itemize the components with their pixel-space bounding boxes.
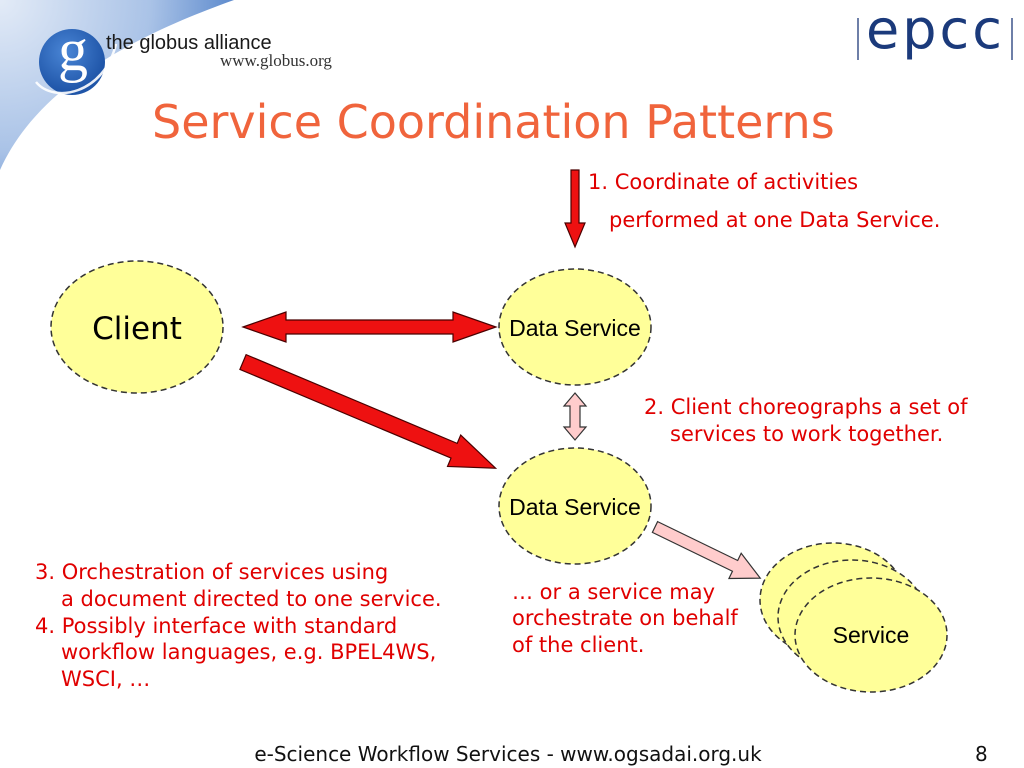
service-node-front bbox=[794, 577, 948, 693]
globus-emblem: g bbox=[35, 17, 118, 95]
globus-name: the globus alliance bbox=[106, 32, 272, 54]
annotation-line: workflow languages, e.g. BPEL4WS, bbox=[61, 640, 437, 664]
annotation-line: of the client. bbox=[512, 633, 645, 657]
annotation-line: 1. Coordinate of activities bbox=[588, 170, 859, 194]
arrow-data-service-to-service bbox=[651, 520, 762, 580]
slide-title: Service Coordination Patterns bbox=[152, 95, 835, 149]
page-number: 8 bbox=[975, 742, 988, 766]
arrow-client-to-bottom-data-service bbox=[239, 353, 498, 469]
client-label: Client bbox=[92, 311, 182, 347]
annotation-line: 3. Orchestration of services using bbox=[35, 560, 389, 584]
epcc-left-bar bbox=[857, 18, 859, 60]
service-stack: Service bbox=[759, 542, 948, 693]
data-service-node-top bbox=[498, 268, 652, 386]
epcc-right-bar bbox=[1011, 18, 1013, 60]
annotation-line: … or a service may bbox=[512, 580, 716, 604]
globus-g-letter: g bbox=[58, 17, 88, 83]
footer-text: e-Science Workflow Services - www.ogsada… bbox=[254, 742, 762, 766]
globus-url: www.globus.org bbox=[220, 51, 332, 70]
data-service-label-top: Data Service bbox=[509, 315, 641, 341]
arrow-data-service-bidirectional bbox=[562, 392, 588, 441]
service-label: Service bbox=[833, 622, 910, 648]
globus-orbit bbox=[35, 43, 118, 95]
data-service-label-bottom: Data Service bbox=[509, 494, 641, 520]
client-node bbox=[50, 260, 224, 394]
epcc-logo-text: epcc bbox=[866, 0, 1005, 61]
annotation-line: performed at one Data Service. bbox=[609, 208, 941, 232]
annotation-line: services to work together. bbox=[670, 422, 944, 446]
annotation-line: a document directed to one service. bbox=[61, 587, 442, 611]
data-service-node-bottom bbox=[498, 447, 652, 565]
annotation-line: 4. Possibly interface with standard bbox=[35, 614, 398, 638]
arrow-client-data-service-bidirectional bbox=[241, 311, 498, 343]
annotation-line: 2. Client choreographs a set of bbox=[644, 395, 968, 419]
annotation-line: orchestrate on behalf bbox=[512, 606, 738, 630]
globus-circle bbox=[39, 29, 105, 95]
arrow-down-to-data-service bbox=[564, 169, 586, 249]
annotation-line: WSCI, … bbox=[61, 667, 151, 691]
